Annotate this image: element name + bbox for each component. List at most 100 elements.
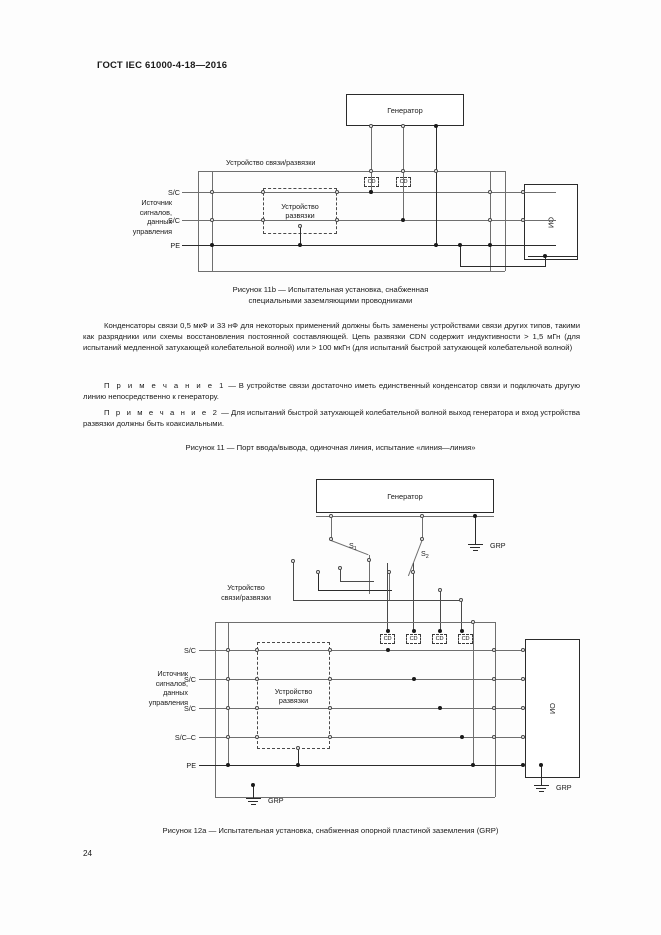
sc2-line-11b bbox=[182, 220, 556, 221]
node-open bbox=[369, 169, 373, 173]
cdn-right-bus-12a bbox=[473, 622, 474, 765]
cd-feed-1-12a bbox=[387, 563, 388, 631]
figure-12a-caption: Рисунок 12а — Испытательная установка, с… bbox=[0, 826, 661, 837]
node-open bbox=[226, 735, 230, 739]
pe-line-12a bbox=[199, 765, 524, 766]
node-open bbox=[420, 537, 424, 541]
node-open bbox=[471, 620, 475, 624]
node-filled bbox=[471, 763, 476, 768]
node-open bbox=[492, 677, 496, 681]
source-line2-12a: сигналов, bbox=[155, 678, 188, 688]
node-open bbox=[488, 190, 492, 194]
node-open bbox=[261, 190, 265, 194]
source-line2-11b: сигналов, bbox=[139, 207, 172, 217]
signal-source-label-12a: Источник сигналов, данных управления bbox=[104, 669, 188, 707]
generator-box-12a: Генератор bbox=[316, 479, 494, 513]
node-filled bbox=[458, 243, 463, 248]
decoupling-pe-stub-11b bbox=[300, 226, 301, 246]
node-filled bbox=[412, 677, 417, 682]
node-filled bbox=[460, 735, 465, 740]
grp-label-generator-12a: GRP bbox=[490, 541, 506, 550]
node-open bbox=[210, 218, 214, 222]
cd-box-3-12a: CD bbox=[432, 634, 447, 644]
sc3-line-12a bbox=[199, 708, 524, 709]
decoupling-label-line1-12a: Устройство bbox=[274, 686, 313, 696]
node-filled bbox=[412, 629, 417, 634]
cdn-outline-right-12a bbox=[495, 622, 496, 797]
page-number: 24 bbox=[83, 849, 93, 858]
port-label-pe-12a: PE bbox=[186, 761, 196, 770]
node-open bbox=[369, 124, 373, 128]
node-filled bbox=[521, 763, 526, 768]
node-filled bbox=[488, 243, 493, 248]
node-open bbox=[255, 648, 259, 652]
node-filled bbox=[298, 243, 303, 248]
sc1-line-12a bbox=[199, 650, 524, 651]
figure-12a-caption-text: Рисунок 12а — Испытательная установка, с… bbox=[162, 826, 499, 835]
node-filled bbox=[251, 783, 256, 788]
source-line1-12a: Источник bbox=[157, 669, 188, 678]
decoupling-label-line2-11b: развязки bbox=[285, 211, 315, 220]
node-filled bbox=[438, 629, 443, 634]
port-label-pe-11b: PE bbox=[170, 241, 180, 250]
harness-bar-3-12a bbox=[293, 600, 461, 601]
figure-11b-diagram: Генератор Устройство связи/развязки Устр… bbox=[0, 0, 661, 300]
note-1-label: П р и м е ч а н и е 1 bbox=[104, 381, 226, 390]
note-2: П р и м е ч а н и е 2 — Для испытаний бы… bbox=[83, 407, 580, 429]
cd-box-1-12a: CD bbox=[380, 634, 395, 644]
node-open bbox=[521, 735, 525, 739]
cd-feed-4-12a bbox=[440, 590, 441, 631]
eut-ground-return-top-11b bbox=[460, 266, 546, 267]
port-label-scc-12a: S/C–C bbox=[174, 733, 196, 742]
node-open bbox=[401, 124, 405, 128]
decoupling-pe-stub-12a bbox=[298, 748, 299, 766]
eut-ground-return-right-11b bbox=[545, 256, 546, 267]
cdn-outline-right-11b bbox=[505, 171, 506, 271]
cd-box-2-12a: CD bbox=[406, 634, 421, 644]
node-open bbox=[226, 648, 230, 652]
node-filled bbox=[226, 763, 231, 768]
node-open bbox=[261, 218, 265, 222]
node-filled bbox=[438, 706, 443, 711]
node-open bbox=[255, 706, 259, 710]
node-open bbox=[335, 190, 339, 194]
source-line1-11b: Источник bbox=[141, 198, 172, 207]
node-open bbox=[488, 218, 492, 222]
node-filled bbox=[386, 648, 391, 653]
s1-lower-lead-12a bbox=[369, 555, 370, 594]
generator-grp-drop-12a bbox=[475, 516, 476, 544]
sc2-line-12a bbox=[199, 679, 524, 680]
s2-lower-lead-12a bbox=[389, 572, 390, 600]
node-open bbox=[316, 570, 320, 574]
node-open bbox=[255, 735, 259, 739]
node-open bbox=[210, 190, 214, 194]
cdn-title-line1-12a: Устройство bbox=[227, 583, 265, 592]
node-open bbox=[291, 559, 295, 563]
document-header: ГОСТ IEC 61000-4-18—2016 bbox=[97, 60, 228, 71]
s2-upper-lead-12a bbox=[422, 518, 423, 540]
decoupling-label-line2-12a: развязки bbox=[278, 695, 309, 705]
eut-ground-return-left-11b bbox=[460, 245, 461, 267]
node-open bbox=[438, 588, 442, 592]
source-line3-11b: данных bbox=[147, 217, 172, 227]
switch-label-s1-12a: S1 bbox=[349, 541, 357, 552]
node-open bbox=[296, 746, 300, 750]
cdn-grp-drop-12a bbox=[253, 785, 254, 798]
figure-11b-caption-line1: Рисунок 11b — Испытательная установка, с… bbox=[232, 285, 429, 294]
node-open bbox=[459, 598, 463, 602]
switch-s1-sub: 1 bbox=[353, 546, 357, 552]
port-label-sc2-11b: S/C bbox=[168, 216, 180, 225]
cdn-outline-left-12a bbox=[215, 622, 216, 797]
cd-feed-3-12a bbox=[461, 600, 462, 631]
eut-grp-drop-12a bbox=[541, 765, 542, 785]
node-filled bbox=[369, 190, 374, 195]
node-filled bbox=[401, 218, 406, 223]
gen-drop-1-11b bbox=[371, 126, 372, 194]
note-1-text: — В устройстве связи достаточно иметь ед… bbox=[83, 381, 580, 402]
harness-bar-2-12a bbox=[318, 590, 392, 591]
paragraph-capacitors-text: Конденсаторы связи 0,5 мкФ и 33 нФ для н… bbox=[83, 321, 580, 353]
node-filled bbox=[539, 763, 544, 768]
node-open bbox=[335, 218, 339, 222]
signal-source-label-11b: Источник сигналов, данных управления bbox=[88, 198, 172, 236]
cdn-title-line2-12a: связи/развязки bbox=[221, 592, 271, 602]
